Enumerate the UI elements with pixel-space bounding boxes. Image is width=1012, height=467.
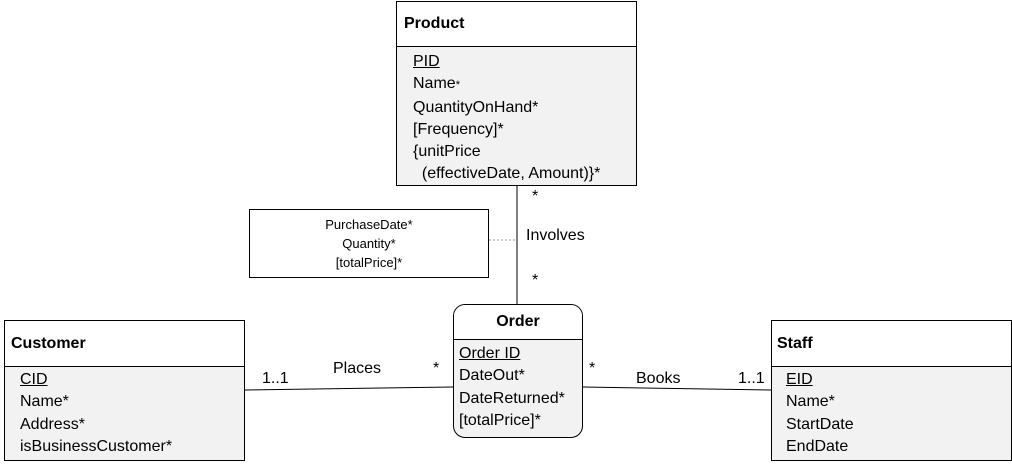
order-attr-date-returned: DateReturned* [459, 389, 565, 407]
customer-attr-address: Address* [20, 415, 85, 433]
customer-attr-name: Name* [20, 393, 69, 411]
places-order-multiplicity: * [433, 360, 440, 377]
books-order-multiplicity: * [589, 360, 596, 377]
books-line [582, 386, 772, 391]
customer-entity[interactable]: Customer CID Name* Address* isBusinessCu… [4, 320, 245, 461]
staff-entity-title: Staff [777, 334, 813, 352]
order-attr-date-out: DateOut* [459, 367, 525, 385]
staff-attr-end-date: EndDate [786, 437, 849, 455]
places-customer-multiplicity: 1..1 [262, 370, 289, 387]
product-attr-effective-date-amount: (effectiveDate, Amount)}* [413, 165, 601, 183]
assoc-attr-purchase-date: PurchaseDate* [325, 217, 413, 232]
order-entity-title: Order [496, 313, 540, 330]
order-attributes: Order ID DateOut* DateReturned* [totalPr… [454, 340, 582, 432]
product-attr-quantity-on-hand: QuantityOnHand* [413, 98, 539, 116]
product-attributes: PID Name* QuantityOnHand* [Frequency]* {… [397, 47, 636, 186]
assoc-attr-total-price: [totalPrice]* [335, 255, 403, 270]
involves-product-multiplicity: * [532, 188, 539, 205]
order-attr-total-price: [totalPrice]* [459, 411, 541, 429]
product-attr-pid: PID [413, 53, 440, 70]
staff-attr-start-date: StartDate [786, 415, 854, 433]
order-entity[interactable]: Order Order ID DateOut* DateReturned* [t… [453, 304, 583, 438]
order-attr-order-id: Order ID [459, 345, 521, 362]
product-attr-name: Name* [413, 75, 460, 93]
customer-entity-title: Customer [11, 334, 86, 352]
staff-entity[interactable]: Staff EID Name* StartDate EndDate [771, 320, 1012, 461]
product-entity-header: Product [397, 2, 636, 47]
product-entity[interactable]: Product PID Name* QuantityOnHand* [Frequ… [396, 1, 637, 186]
product-attr-unit-price: {unitPrice [413, 143, 481, 161]
customer-attr-is-business-customer: isBusinessCustomer* [20, 437, 173, 455]
staff-attr-eid: EID [786, 371, 813, 388]
order-entity-header: Order [454, 305, 582, 340]
assoc-attr-quantity: Quantity* [342, 236, 396, 251]
places-label: Places [333, 360, 382, 377]
product-attr-frequency: [Frequency]* [413, 120, 504, 138]
involves-label: Involves [526, 227, 585, 244]
places-line [244, 386, 454, 391]
involves-order-multiplicity: * [532, 272, 539, 289]
customer-attributes: CID Name* Address* isBusinessCustomer* [5, 367, 244, 458]
involves-association-attributes[interactable]: PurchaseDate* Quantity* [totalPrice]* [249, 209, 489, 278]
books-label: Books [636, 370, 681, 387]
staff-attr-name: Name* [786, 393, 835, 411]
customer-entity-header: Customer [5, 321, 244, 367]
product-entity-title: Product [404, 15, 465, 32]
staff-entity-header: Staff [772, 321, 1011, 367]
customer-attr-cid: CID [20, 371, 48, 388]
books-staff-multiplicity: 1..1 [738, 370, 765, 387]
staff-attributes: EID Name* StartDate EndDate [772, 367, 1011, 458]
